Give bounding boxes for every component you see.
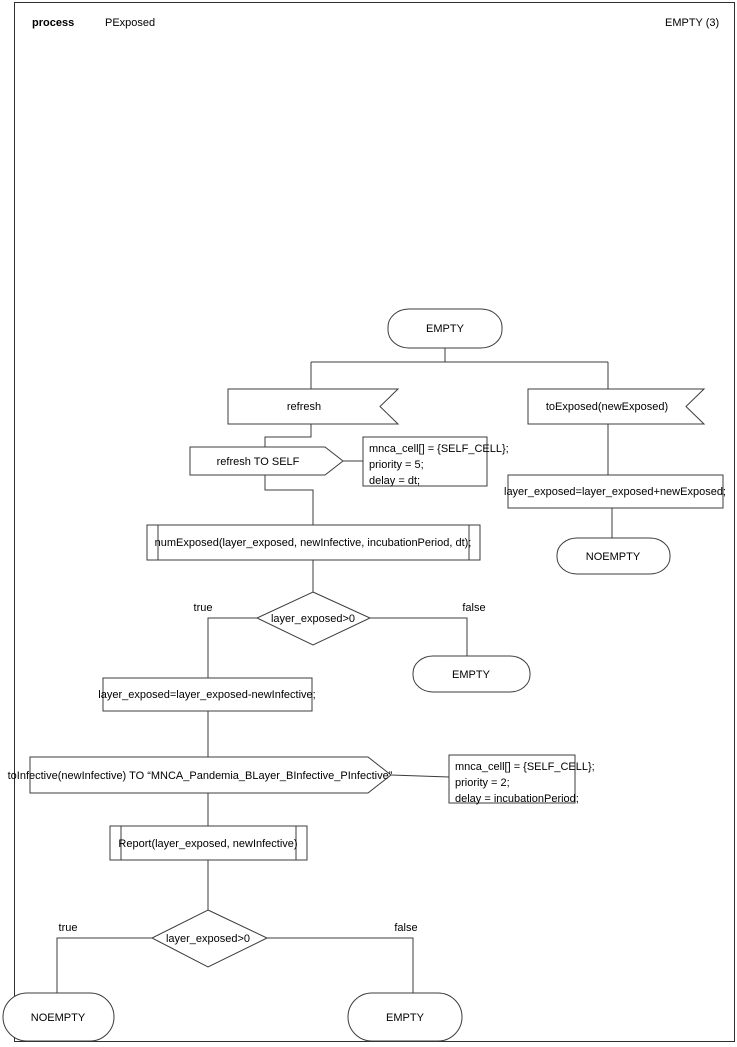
mnca1-line2: priority = 5; xyxy=(369,459,424,471)
terminator-noempty-right[interactable] xyxy=(556,537,671,575)
process-status: EMPTY (3) xyxy=(665,17,720,29)
wire-decision1-true xyxy=(207,617,257,678)
terminator-noempty-bottom[interactable] xyxy=(2,992,115,1042)
send-refresh-to-self[interactable] xyxy=(189,446,344,476)
terminator-empty-bottom[interactable] xyxy=(347,992,463,1042)
mnca2-line2: priority = 2; xyxy=(455,777,510,789)
subroutine-report[interactable] xyxy=(109,825,308,861)
mnca1-line1: mnca_cell[] = {SELF_CELL}; xyxy=(369,443,509,455)
toexposed-flag-label: toExposed(newExposed) xyxy=(545,401,669,413)
send-toinfective[interactable] xyxy=(29,756,392,794)
empty-mid-label: EMPTY xyxy=(452,669,490,681)
receive-flag-refresh[interactable] xyxy=(227,388,400,425)
receive-flag-toexposed[interactable] xyxy=(527,388,706,425)
terminator-empty-mid[interactable] xyxy=(412,655,531,693)
wire-send-to-numexposed xyxy=(264,475,314,525)
mnca2-line1: mnca_cell[] = {SELF_CELL}; xyxy=(455,761,595,773)
wire-refresh-to-send xyxy=(264,424,312,447)
mnca2-line3: delay = incubationPeriod; xyxy=(455,793,579,805)
refresh-to-self-label: refresh TO SELF xyxy=(216,456,300,468)
decision2-diamond[interactable] xyxy=(150,909,269,968)
mnca1-note-text: mnca_cell[] = {SELF_CELL}; priority = 5;… xyxy=(369,441,509,489)
decision2-true-label: true xyxy=(58,922,78,934)
toinfective-label: toInfective(newInfective) TO “MNCA_Pande… xyxy=(7,770,393,782)
decision2-false-label: false xyxy=(394,922,418,934)
process-kind-label: process xyxy=(32,17,75,29)
subroutine-numexposed[interactable] xyxy=(146,524,481,561)
decision2-label: layer_exposed>0 xyxy=(165,933,251,945)
mnca2-note-text: mnca_cell[] = {SELF_CELL}; priority = 2;… xyxy=(455,759,595,807)
mnca1-line3: delay = dt; xyxy=(369,475,421,487)
empty-bottom-label: EMPTY xyxy=(386,1012,424,1024)
add-exposed-label: layer_exposed=layer_exposed+newExposed; xyxy=(504,486,726,498)
refresh-flag-label: refresh xyxy=(286,401,322,413)
terminator-start-empty[interactable] xyxy=(387,308,503,349)
process-frame xyxy=(14,2,735,1042)
decision1-label: layer_exposed>0 xyxy=(270,613,356,625)
noempty-right-label: NOEMPTY xyxy=(585,551,641,563)
decision1-false-label: false xyxy=(462,602,486,614)
note-mnca1[interactable] xyxy=(362,436,488,487)
wire-decision1-false xyxy=(370,617,468,656)
noempty-bottom-label: NOEMPTY xyxy=(30,1012,86,1024)
report-label: Report(layer_exposed, newInfective) xyxy=(118,838,298,850)
wire-decision2-true xyxy=(56,937,152,993)
action-add-exposed[interactable] xyxy=(507,474,724,509)
note-mnca2[interactable] xyxy=(448,754,576,804)
decision1-diamond[interactable] xyxy=(255,591,372,646)
action-sub-infective[interactable] xyxy=(102,677,313,712)
start-empty-label: EMPTY xyxy=(426,323,464,335)
decision1-true-label: true xyxy=(193,602,213,614)
wire-toinfective-to-mnca2 xyxy=(390,774,450,778)
wire-decision2-false xyxy=(267,937,414,993)
sub-infective-label: layer_exposed=layer_exposed-newInfective… xyxy=(98,689,316,701)
numexposed-label: numExposed(layer_exposed, newInfective, … xyxy=(154,537,472,549)
process-name: PExposed xyxy=(105,17,156,29)
